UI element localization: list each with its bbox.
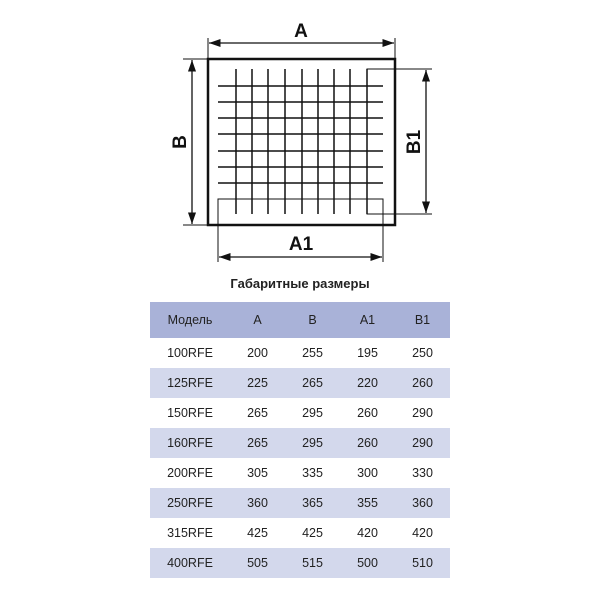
grille-outline: [206, 57, 397, 227]
dimension-cell: 510: [395, 548, 450, 578]
dimension-cell: 330: [412, 466, 433, 480]
dimension-cell: 305: [247, 466, 268, 480]
dimension-cell: 360: [395, 488, 450, 518]
dimension-cell: 260: [340, 428, 395, 458]
dimension-label-a1: A1: [289, 234, 314, 255]
column-header: A1: [340, 302, 395, 338]
model-cell: 250RFE: [150, 488, 230, 518]
table-row: 150RFE 265 295 260 290: [150, 398, 450, 428]
model-cell: 100RFE: [167, 346, 213, 360]
table-row: 315RFE 425 425 420 420: [150, 518, 450, 548]
dimension-cell: 265: [247, 406, 268, 420]
dimension-label-b1: B1: [404, 129, 425, 154]
dimension-cell: 290: [395, 428, 450, 458]
dimension-cell: 420: [412, 526, 433, 540]
table-title: Габаритные размеры: [230, 276, 370, 291]
table-row: 100RFE 200 255 195 250: [150, 338, 450, 368]
model-cell: 125RFE: [150, 368, 230, 398]
model-cell: 150RFE: [167, 406, 213, 420]
model-cell: 400RFE: [150, 548, 230, 578]
dimension-cell: 425: [302, 526, 323, 540]
dimension-cell: 505: [230, 548, 285, 578]
dimension-cell: 300: [357, 466, 378, 480]
dimension-label-a: A: [294, 21, 308, 42]
grille-dimension-diagram: A B A1 B1: [170, 21, 432, 262]
dimension-cell: 365: [285, 488, 340, 518]
column-header: B: [285, 302, 340, 338]
dimension-cell: 295: [285, 428, 340, 458]
grille-mesh: [218, 69, 383, 214]
model-cell: 315RFE: [167, 526, 213, 540]
model-cell: 200RFE: [167, 466, 213, 480]
dimension-cell: 195: [357, 346, 378, 360]
dimension-cell: 255: [302, 346, 323, 360]
dimension-cell: 260: [357, 406, 378, 420]
dimension-lines: [183, 38, 432, 262]
dimension-cell: 220: [340, 368, 395, 398]
dimension-cell: 225: [230, 368, 285, 398]
dimension-cell: 250: [412, 346, 433, 360]
dimension-cell: 515: [285, 548, 340, 578]
model-cell: 160RFE: [150, 428, 230, 458]
dimension-cell: 295: [302, 406, 323, 420]
dimension-cell: 335: [302, 466, 323, 480]
dimension-cell: 290: [412, 406, 433, 420]
dimension-cell: 260: [395, 368, 450, 398]
dimension-cell: 360: [230, 488, 285, 518]
column-header: B1: [395, 302, 450, 338]
table-row: 200RFE 305 335 300 330: [150, 458, 450, 488]
column-header: Модель: [150, 302, 230, 338]
dimension-cell: 265: [230, 428, 285, 458]
column-header: A: [230, 302, 285, 338]
dimension-cell: 355: [340, 488, 395, 518]
dimension-cell: 200: [247, 346, 268, 360]
dimension-cell: 265: [285, 368, 340, 398]
dimension-cell: 420: [357, 526, 378, 540]
dimension-label-b: B: [170, 135, 191, 149]
dimension-cell: 425: [247, 526, 268, 540]
dimension-cell: 500: [340, 548, 395, 578]
